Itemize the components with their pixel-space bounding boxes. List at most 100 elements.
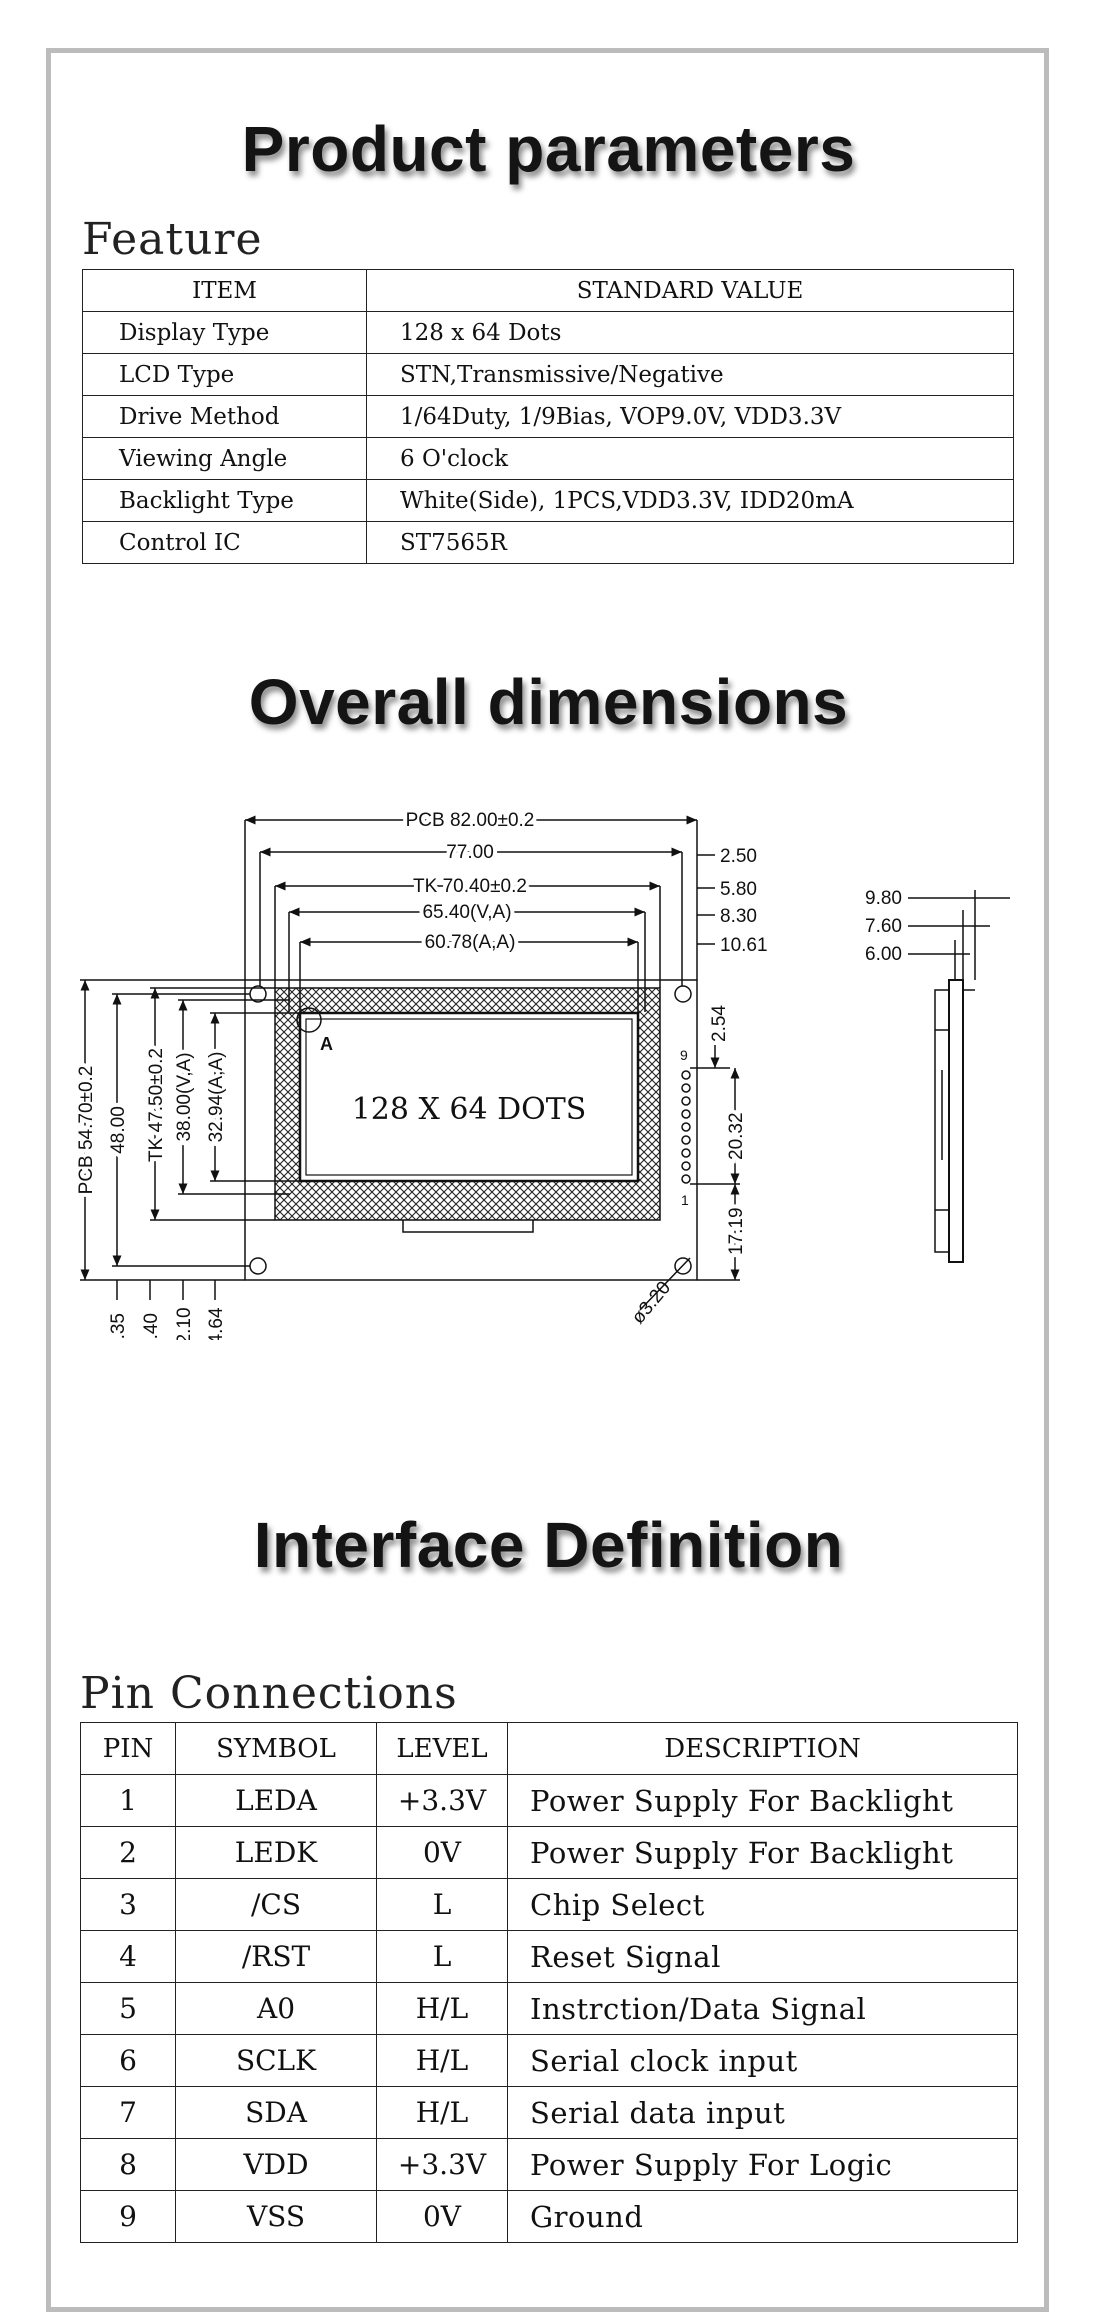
dim-right-3: 8.30 xyxy=(720,906,757,927)
page-border xyxy=(46,48,1049,2312)
dim-bottom-1: 3.35 xyxy=(108,1313,129,1340)
dimension-drawing: PCB 82.00±0.2 77.00 TK 70.40±0.2 65.40(V… xyxy=(72,806,1010,1340)
pin-number: 1 xyxy=(80,1774,176,1827)
feature-value: White(Side), 1PCS,VDD3.3V, IDD20mA xyxy=(366,479,1014,522)
pin-level: +3.3V xyxy=(376,2138,508,2191)
pin-symbol: A0 xyxy=(175,1982,377,2035)
pin-header-description: DESCRIPTION xyxy=(507,1722,1018,1775)
hole-diameter: ø3.20 xyxy=(628,1277,675,1328)
pin-description: Reset Signal xyxy=(507,1930,1018,1983)
dim-bottom-2: 5.40 xyxy=(141,1313,162,1340)
feature-item: LCD Type xyxy=(82,353,367,396)
feature-header-row: ITEM STANDARD VALUE xyxy=(82,269,1014,312)
pin-number: 4 xyxy=(80,1930,176,1983)
dim-tk-height: TK 47.50±0.2 xyxy=(146,1048,167,1162)
pin-label-last: 1 xyxy=(681,1192,689,1208)
display-label: 128 X 64 DOTS xyxy=(352,1092,587,1127)
dim-77: 77.00 xyxy=(446,842,494,863)
pin-level: H/L xyxy=(376,2086,508,2139)
pin-description: Power Supply For Backlight xyxy=(507,1774,1018,1827)
pin-description: Power Supply For Backlight xyxy=(507,1826,1018,1879)
fpc-tab xyxy=(402,1220,534,1233)
feature-item: Drive Method xyxy=(82,395,367,438)
pin-header-pin: PIN xyxy=(80,1722,176,1775)
pin-header-symbol: SYMBOL xyxy=(175,1722,377,1775)
pin-level: 0V xyxy=(376,2190,508,2243)
section-title-product-parameters: Product parameters xyxy=(241,113,856,185)
pin-header-row: PIN SYMBOL LEVEL DESCRIPTION xyxy=(80,1722,1018,1775)
corner-a-circle xyxy=(296,1007,322,1033)
pin-number: 6 xyxy=(80,2034,176,2087)
feature-item: Display Type xyxy=(82,311,367,354)
feature-item: Control IC xyxy=(82,521,367,564)
dim-pin-bottom: 17.19 xyxy=(726,1207,747,1255)
pin-connections-title: Pin Connections xyxy=(80,1668,458,1719)
dim-right-4: 10.61 xyxy=(720,935,768,956)
pin-level: 0V xyxy=(376,1826,508,1879)
pin-number: 2 xyxy=(80,1826,176,1879)
feature-title: Feature xyxy=(82,214,263,265)
pin-description: Instrction/Data Signal xyxy=(507,1982,1018,2035)
pin-description: Serial data input xyxy=(507,2086,1018,2139)
pin-level: L xyxy=(376,1930,508,1983)
feature-value: STN,Transmissive/Negative xyxy=(366,353,1014,396)
pin-label-first: 9 xyxy=(680,1047,688,1063)
section-title-overall-dimensions: Overall dimensions xyxy=(248,666,849,738)
pin-symbol: /RST xyxy=(175,1930,377,1983)
pin-level: H/L xyxy=(376,1982,508,2035)
dim-aa-height: 32.94(A,A) xyxy=(206,1052,227,1143)
pin-description: Power Supply For Logic xyxy=(507,2138,1018,2191)
feature-value: ST7565R xyxy=(366,521,1014,564)
active-area xyxy=(305,1018,633,1176)
dim-right-1: 2.50 xyxy=(720,846,757,867)
pin-level: L xyxy=(376,1878,508,1931)
pin-symbol: LEDK xyxy=(175,1826,377,1879)
dim-va-height: 38.00(V,A) xyxy=(174,1052,195,1141)
pin-number: 5 xyxy=(80,1982,176,2035)
feature-header-value: STANDARD VALUE xyxy=(366,269,1014,312)
pcb-outline xyxy=(244,979,698,1281)
pin-symbol: VSS xyxy=(175,2190,377,2243)
section-title-interface-definition: Interface Definition xyxy=(253,1509,844,1581)
dim-bottom-3: 12.10 xyxy=(174,1307,195,1340)
pin-number: 3 xyxy=(80,1878,176,1931)
feature-value: 128 x 64 Dots xyxy=(366,311,1014,354)
side-dim-3: 6.00 xyxy=(865,944,902,965)
pin-symbol: VDD xyxy=(175,2138,377,2191)
dim-pin-span: 20.32 xyxy=(726,1112,747,1160)
feature-item: Viewing Angle xyxy=(82,437,367,480)
pin-header xyxy=(681,1070,691,1184)
corner-label: A xyxy=(320,1034,333,1054)
feature-value: 6 O'clock xyxy=(366,437,1014,480)
pin-header-level: LEVEL xyxy=(376,1722,508,1775)
feature-item: Backlight Type xyxy=(82,479,367,522)
dim-pcb-height: PCB 54.70±0.2 xyxy=(76,1066,97,1195)
feature-header-item: ITEM xyxy=(82,269,367,312)
pin-level: H/L xyxy=(376,2034,508,2087)
mount-hole xyxy=(674,1257,692,1275)
dim-right-2: 5.80 xyxy=(720,879,757,900)
dim-pin-pitch: 2.54 xyxy=(709,1005,730,1042)
dim-tk-width: TK 70.40±0.2 xyxy=(413,876,527,897)
side-view xyxy=(908,890,1010,1263)
pin-description: Ground xyxy=(507,2190,1018,2243)
dim-aa-width: 60.78(A,A) xyxy=(425,932,516,953)
pin-symbol: SCLK xyxy=(175,2034,377,2087)
pin-description: Chip Select xyxy=(507,1878,1018,1931)
dim-pcb-width: PCB 82.00±0.2 xyxy=(406,810,535,831)
dim-48: 48.00 xyxy=(108,1106,129,1154)
pin-symbol: /CS xyxy=(175,1878,377,1931)
